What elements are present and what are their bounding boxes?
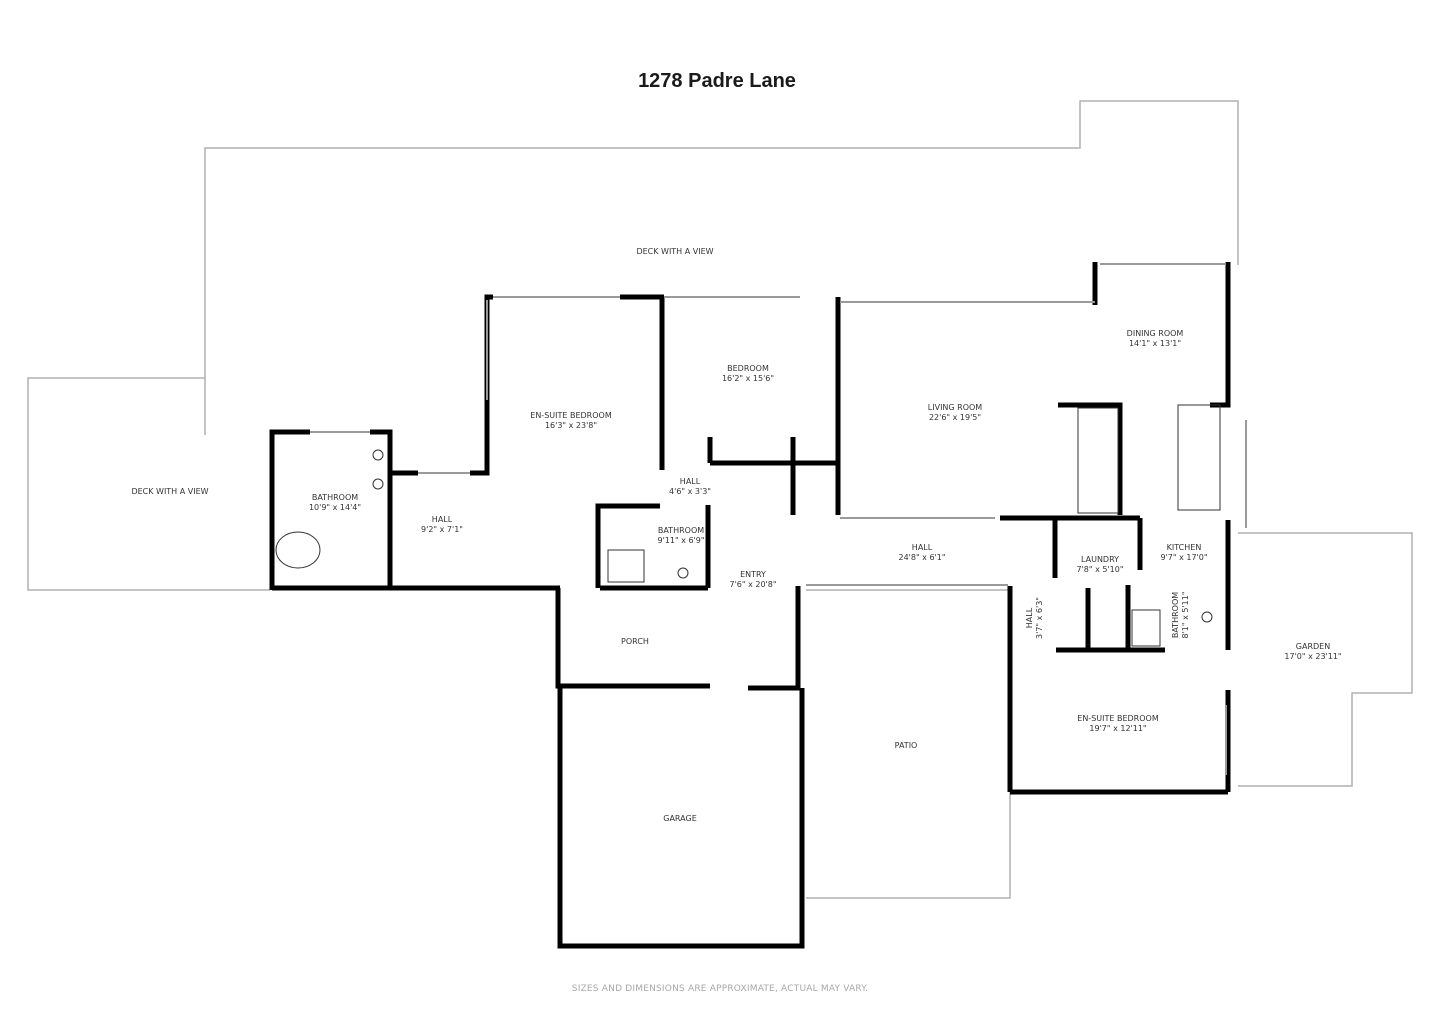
windows — [310, 263, 1247, 775]
room-label-porch: PORCH — [621, 637, 649, 647]
room-dimensions: 24'8" x 6'1" — [898, 553, 946, 562]
room-name: DECK WITH A VIEW — [131, 487, 209, 496]
sink-icon — [372, 449, 384, 461]
fixtures — [275, 404, 1221, 647]
room-dimensions: 9'2" x 7'1" — [421, 525, 463, 534]
room-dimensions: 16'3" x 23'8" — [544, 421, 598, 430]
room-name: BEDROOM — [727, 364, 769, 373]
room-name: BATHROOM — [657, 526, 705, 535]
room-dimensions: 9'11" x 6'9" — [657, 536, 705, 545]
room-dimensions: 4'6" x 3'3" — [669, 487, 711, 496]
kitchen-counter — [1177, 404, 1221, 511]
room-name: DINING ROOM — [1126, 329, 1184, 338]
sink-icon — [1201, 611, 1213, 623]
room-dimensions: 8'1" x 5'11" — [1181, 591, 1190, 639]
room-dimensions: 7'8" x 5'10" — [1076, 565, 1124, 574]
room-label-patio: PATIO — [895, 741, 918, 751]
floor-plan-title: 1278 Padre Lane — [638, 70, 796, 92]
room-name: EN-SUITE BEDROOM — [530, 411, 612, 420]
disclaimer-note: SIZES AND DIMENSIONS ARE APPROXIMATE, AC… — [571, 984, 869, 994]
shower-icon — [607, 549, 645, 583]
bathtub-icon — [275, 531, 321, 569]
room-dimensions: 17'0" x 23'11" — [1284, 652, 1342, 661]
outdoor-areas — [27, 100, 1413, 899]
room-dimensions: 10'9" x 14'4" — [308, 503, 362, 512]
room-name: HALL — [911, 543, 933, 552]
room-name: DECK WITH A VIEW — [636, 247, 714, 256]
room-dimensions: 7'6" x 20'8" — [729, 580, 777, 589]
room-dimensions: 16'2" x 15'6" — [721, 374, 775, 383]
room-name: PORCH — [621, 637, 649, 646]
sink-icon — [677, 567, 689, 579]
room-dimensions: 3'7" x 6'3" — [1035, 597, 1044, 639]
sink-icon — [372, 478, 384, 490]
room-name: LAUNDRY — [1080, 555, 1120, 564]
room-name: BATHROOM — [311, 493, 359, 502]
room-name: HALL — [679, 477, 701, 486]
room-name: GARAGE — [663, 814, 697, 823]
room-name: GARDEN — [1295, 642, 1331, 651]
deck-left-outline — [27, 377, 270, 591]
room-name: LIVING ROOM — [927, 403, 983, 412]
room-label-garage: GARAGE — [663, 814, 697, 824]
room-label-deck-top: DECK WITH A VIEW — [636, 247, 713, 257]
room-dimensions: 14'1" x 13'1" — [1128, 339, 1182, 348]
room-name: PATIO — [894, 741, 918, 750]
room-dimensions: 9'7" x 17'0" — [1160, 553, 1208, 562]
room-name: HALL — [1025, 607, 1034, 629]
room-name: KITCHEN — [1166, 543, 1202, 552]
fireplace-icon — [1077, 407, 1119, 514]
room-name: EN-SUITE BEDROOM — [1077, 714, 1159, 723]
room-name: ENTRY — [740, 570, 766, 579]
room-name: HALL — [431, 515, 453, 524]
room-label-deck-left: DECK WITH A VIEW — [131, 487, 208, 497]
shower-icon — [1131, 609, 1161, 647]
walls — [269, 262, 1231, 949]
room-dimensions: 22'6" x 19'5" — [928, 413, 982, 422]
garden-outline — [1238, 532, 1413, 787]
room-dimensions: 19'7" x 12'11" — [1089, 724, 1147, 733]
room-name: BATHROOM — [1171, 591, 1180, 639]
deck-top-outline — [204, 100, 1239, 435]
